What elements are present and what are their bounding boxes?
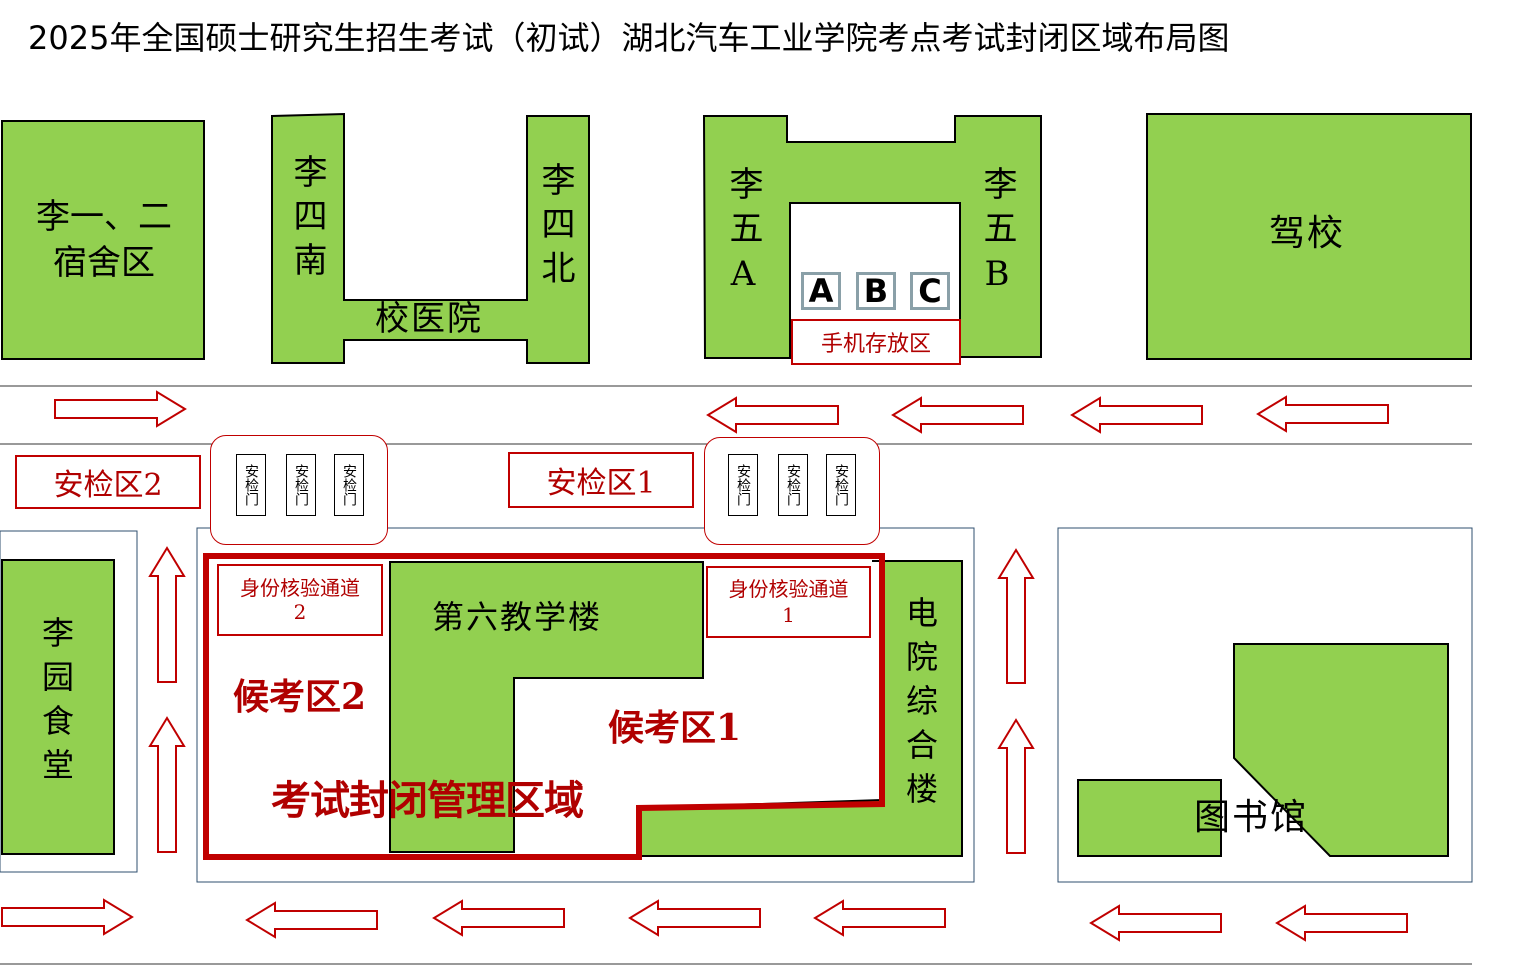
driving-school-label: 驾校	[1269, 213, 1346, 254]
closed-zone-label: 考试封闭管理区域	[271, 777, 584, 824]
id-check-channel-1: 身份核验通道 1	[706, 566, 871, 638]
traffic-arrow	[706, 396, 839, 434]
dorm12-building	[1, 120, 205, 360]
central-block	[196, 527, 975, 883]
library-label: 图书馆	[1194, 797, 1309, 838]
traffic-arrow	[148, 546, 186, 683]
traffic-arrow	[54, 390, 187, 428]
traffic-arrow	[813, 899, 946, 937]
driving-school-building	[1146, 113, 1472, 360]
teaching6-building	[389, 561, 704, 853]
security-gate: 安检门	[778, 454, 808, 516]
ee-building-label: 电院综合楼	[901, 596, 939, 816]
library-building	[1233, 643, 1449, 857]
li5-building	[702, 115, 1042, 359]
security-zone-1: 安检区1	[508, 452, 694, 508]
security-gate: 安检门	[286, 454, 316, 516]
room-a: A	[801, 272, 841, 310]
canteen-building	[1, 559, 115, 855]
security-gate: 安检门	[334, 454, 364, 516]
traffic-arrow	[1, 898, 134, 936]
waiting-zone-2: 候考区2	[233, 676, 367, 718]
security-gate: 安检门	[826, 454, 856, 516]
li4-south-label: 李四南	[287, 154, 327, 286]
li4-building	[271, 112, 590, 364]
traffic-arrow	[997, 718, 1035, 854]
canteen-label: 李园食堂	[37, 616, 75, 792]
security-gate: 安检门	[236, 454, 266, 516]
traffic-arrow	[245, 901, 378, 939]
traffic-arrows	[1, 390, 1408, 942]
traffic-arrow	[1070, 396, 1203, 434]
page-title: 2025年全国硕士研究生招生考试（初试）湖北汽车工业学院考点考试封闭区域布局图	[28, 19, 1230, 57]
teaching6-label: 第六教学楼	[432, 598, 603, 636]
dorm12-label: 李一、二 宿舍区	[36, 197, 172, 283]
li5a-label: 李五A	[723, 166, 763, 304]
closed-zone-outline	[203, 553, 885, 860]
library-block	[1057, 527, 1473, 883]
traffic-arrow	[432, 899, 565, 937]
traffic-arrow	[1275, 904, 1408, 942]
traffic-arrow	[1089, 904, 1222, 942]
traffic-arrow	[997, 548, 1035, 684]
li5b-label: 李五B	[977, 166, 1017, 304]
li4-north-label: 李四北	[535, 162, 575, 294]
traffic-arrow	[891, 396, 1024, 434]
phone-storage-box: 手机存放区	[791, 319, 961, 365]
canteen-block	[0, 530, 138, 873]
security-gate: 安检门	[728, 454, 758, 516]
clinic-label: 校医院	[375, 299, 483, 339]
id-check-channel-2: 身份核验通道 2	[217, 564, 383, 636]
library-annex	[1077, 779, 1222, 857]
room-b: B	[856, 272, 896, 310]
room-c: C	[910, 272, 950, 310]
security-zone-2: 安检区2	[15, 455, 201, 509]
traffic-arrow	[1256, 395, 1389, 433]
traffic-arrow	[148, 716, 186, 853]
traffic-arrow	[628, 899, 761, 937]
waiting-zone-1: 候考区1	[608, 707, 742, 749]
